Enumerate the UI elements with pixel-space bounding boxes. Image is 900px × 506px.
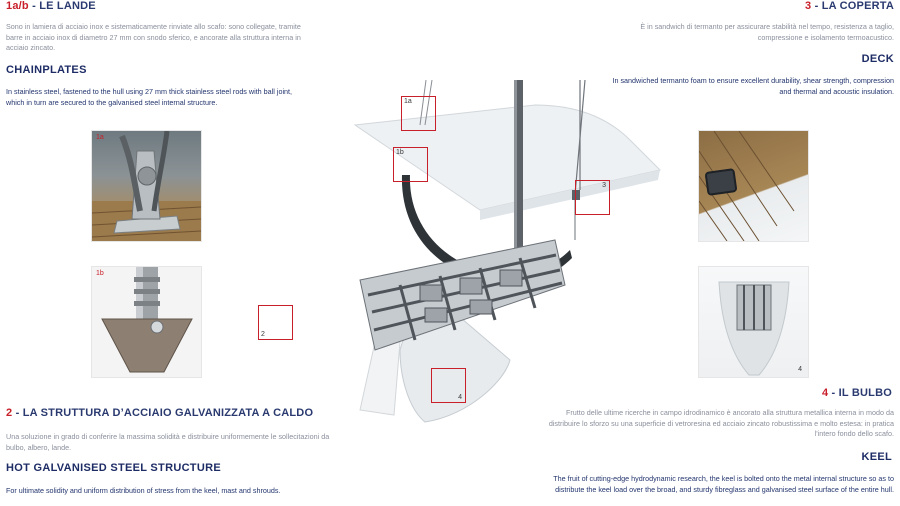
section-4-body-en: The fruit of cutting-edge hydrodynamic r… [553,474,894,494]
photo-label-1a: 1a [96,134,104,141]
marker-1a: 1a [401,96,436,131]
chainplate-photo-1a: 1a [91,130,202,242]
section-4-title-en: KEEL [861,451,892,463]
section-4-title-text: - IL BULBO [828,387,892,399]
marker-label-4: 4 [458,394,462,401]
section-3-title-it: 3 - LA COPERTA [805,0,894,12]
section-2-title-it: 2 - LA STRUTTURA D’ACCIAIO GALVANIZZATA … [6,407,313,419]
section-1-title-text: - LE LANDE [28,0,96,12]
section-1-title-it: 1a/b - LE LANDE [6,0,96,12]
section-3-number: 3 [805,0,812,12]
hull-structure-diagram [353,80,661,423]
marker-label-1a: 1a [404,98,412,105]
marker-3: 3 [575,180,610,215]
section-3-body-it: È in sandwich di termanto per assicurare… [640,22,894,42]
marker-label-3: 3 [602,182,606,189]
keel-image [718,281,790,376]
section-1-body-en: In stainless steel, fastened to the hull… [6,87,293,107]
photo-label-4: 4 [798,366,802,373]
deck-image [699,131,795,241]
section-2-number: 2 [6,407,13,419]
section-4-number: 4 [821,387,829,399]
section-1-body-it: Sono in lamiera di acciaio inox e sistem… [6,22,301,52]
chainplate-fitting-image [92,131,201,241]
section-1-number: 1a/b [6,0,29,12]
section-2-body-en: For ultimate solidity and uniform distri… [6,486,281,495]
section-3-body-en: In sandwiched termanto foam to ensure ex… [612,76,894,96]
marker-4: 4 [431,368,466,403]
section-2-body-it: Una soluzione in grado di conferire la m… [6,432,330,452]
marker-2: 2 [258,305,293,340]
section-1-title-en: CHAINPLATES [6,64,87,76]
chainplate-photo-1b: 1b [91,266,202,378]
marker-1b: 1b [393,147,428,182]
marker-label-1b: 1b [396,149,404,156]
section-3-title-en: DECK [861,53,894,65]
deck-photo [698,130,809,242]
section-2-title-text: - LA STRUTTURA D’ACCIAIO GALVANIZZATA A … [12,407,314,419]
photo-label-1b: 1b [96,270,104,277]
section-2-title-en: HOT GALVANISED STEEL STRUCTURE [6,462,221,474]
marker-label-2: 2 [261,331,265,338]
keel-photo: 4 [698,266,809,378]
rod-joint-image [101,267,193,373]
section-3-title-text: - LA COPERTA [811,0,894,12]
section-4-title-it: 4 - IL BULBO [822,387,892,399]
section-4-body-it: Frutto delle ultime ricerche in campo id… [548,408,894,438]
